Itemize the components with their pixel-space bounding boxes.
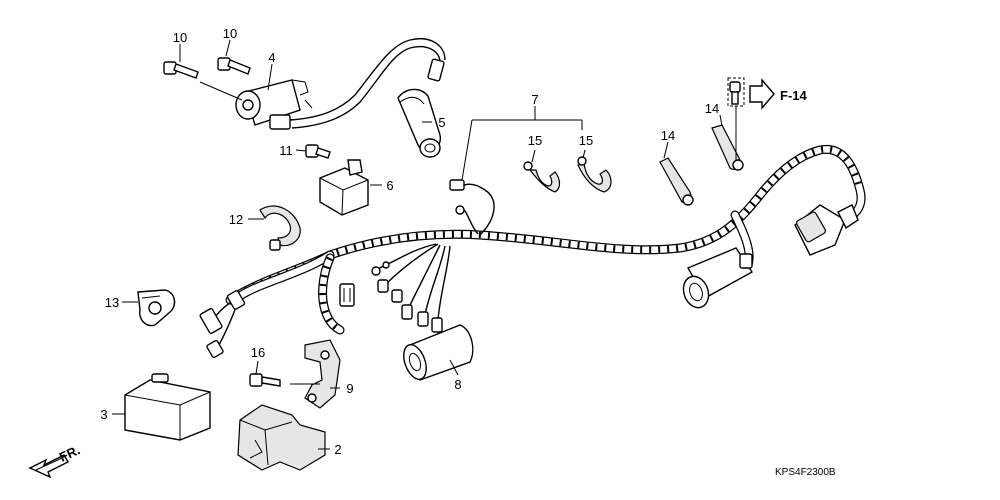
bolt-11 xyxy=(305,144,331,159)
front-arrow xyxy=(28,454,69,479)
part-14-clamps xyxy=(659,124,744,206)
label-l16: 8 xyxy=(454,377,461,392)
label-l18: 2 xyxy=(334,442,341,457)
main-wire-harness xyxy=(209,144,866,353)
front-label: FR. xyxy=(57,442,82,464)
label-l12: 12 xyxy=(229,212,243,227)
reference-label: F-14 xyxy=(780,88,808,103)
reference-arrow xyxy=(749,78,775,110)
label-l7: 7 xyxy=(531,92,538,107)
center-connectors xyxy=(339,261,443,333)
diagram-code: KPS4F2300B xyxy=(775,467,836,478)
label-l3: 4 xyxy=(268,50,275,65)
label-l17: 3 xyxy=(100,407,107,422)
label-l9: 15 xyxy=(579,133,593,148)
label-l14: 16 xyxy=(251,345,265,360)
left-terminals xyxy=(199,290,246,359)
label-l11: 14 xyxy=(661,128,675,143)
leader-lines xyxy=(112,39,737,450)
part-7-15-clamps xyxy=(449,156,612,215)
label-l4: 5 xyxy=(438,115,445,130)
part-4-ignition-coil xyxy=(235,38,446,130)
part-6-relay xyxy=(319,159,369,216)
label-l1: 10 xyxy=(173,30,187,45)
right-plug-connector xyxy=(794,204,859,256)
callout-labels: 10 10 4 5 11 6 7 15 15 14 14 12 13 16 9 … xyxy=(57,26,836,478)
bolts-10 xyxy=(163,57,251,79)
right-cap-connector xyxy=(682,247,754,309)
part-8-cylinder xyxy=(403,324,474,381)
part-5-spark-plug-cap xyxy=(397,88,441,158)
f14-bolt xyxy=(727,77,745,107)
label-l2: 10 xyxy=(223,26,237,41)
part-13-holder xyxy=(137,289,176,327)
part-3-box xyxy=(124,373,211,441)
part-2-holder xyxy=(237,404,326,471)
label-l6: 6 xyxy=(386,178,393,193)
label-l10: 14 xyxy=(705,101,719,116)
part-12-band xyxy=(259,205,301,251)
label-l13: 13 xyxy=(105,295,119,310)
label-l8: 15 xyxy=(528,133,542,148)
label-l15: 9 xyxy=(346,381,353,396)
label-l5: 11 xyxy=(279,143,293,158)
